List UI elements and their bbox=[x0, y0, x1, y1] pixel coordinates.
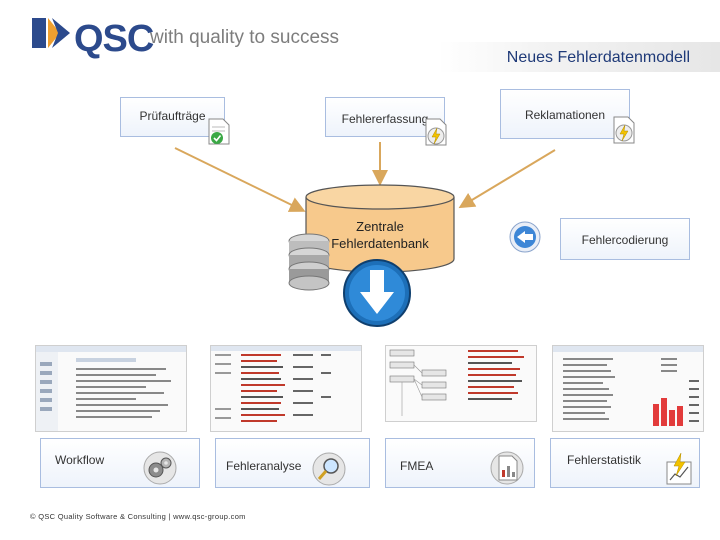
arrow-pruef-to-db bbox=[174, 147, 306, 212]
database-stack-icon bbox=[288, 233, 330, 291]
lightning-document-icon bbox=[613, 116, 635, 144]
brand-name: QSC bbox=[74, 18, 154, 60]
document-check-icon bbox=[208, 118, 230, 145]
node-fehlererfassung-label: Fehlererfassung bbox=[341, 112, 429, 126]
node-fehlercodierung-label: Fehlercodierung bbox=[581, 233, 669, 247]
arrow-rekl-to-db bbox=[458, 149, 556, 209]
database-label: Zentrale Fehlerdatenbank bbox=[305, 218, 455, 252]
tagline: with quality to success bbox=[150, 27, 340, 48]
node-fehlererfassung: Fehlererfassung bbox=[325, 97, 445, 137]
qsc-logo-icon bbox=[32, 18, 70, 48]
node-reklamationen: Reklamationen bbox=[500, 89, 630, 139]
module-fmea-label: FMEA bbox=[400, 459, 434, 473]
module-fehlerstatistik-label: Fehlerstatistik bbox=[567, 453, 642, 467]
chart-document-icon bbox=[490, 451, 524, 485]
page-title: Neues Fehlerdatenmodell bbox=[506, 49, 690, 66]
node-pruefauftraege: Prüfaufträge bbox=[120, 97, 225, 137]
node-reklamationen-label: Reklamationen bbox=[524, 108, 606, 122]
statistics-screenshot bbox=[552, 345, 704, 432]
node-pruefauftraege-label: Prüfaufträge bbox=[139, 109, 206, 123]
lightning-document-icon bbox=[425, 118, 447, 146]
module-fehleranalyse-label: Fehleranalyse bbox=[226, 459, 302, 473]
back-arrow-icon bbox=[509, 221, 541, 253]
module-fehleranalyse: Fehleranalyse bbox=[215, 438, 370, 488]
database-label-line1: Zentrale bbox=[356, 219, 404, 234]
analysis-screenshot bbox=[210, 345, 362, 432]
node-fehlercodierung: Fehlercodierung bbox=[560, 218, 690, 260]
magnifier-icon bbox=[312, 452, 346, 486]
down-arrow-icon bbox=[343, 259, 411, 327]
gears-icon bbox=[143, 451, 177, 485]
footer-copyright: © QSC Quality Software & Consulting | ww… bbox=[30, 512, 246, 521]
lightning-chart-icon bbox=[666, 452, 692, 485]
module-workflow-label: Workflow bbox=[55, 453, 105, 467]
title-bar bbox=[438, 42, 720, 72]
database-label-line2: Fehlerdatenbank bbox=[331, 236, 429, 251]
workflow-screenshot bbox=[35, 345, 187, 432]
fmea-screenshot bbox=[385, 345, 537, 422]
